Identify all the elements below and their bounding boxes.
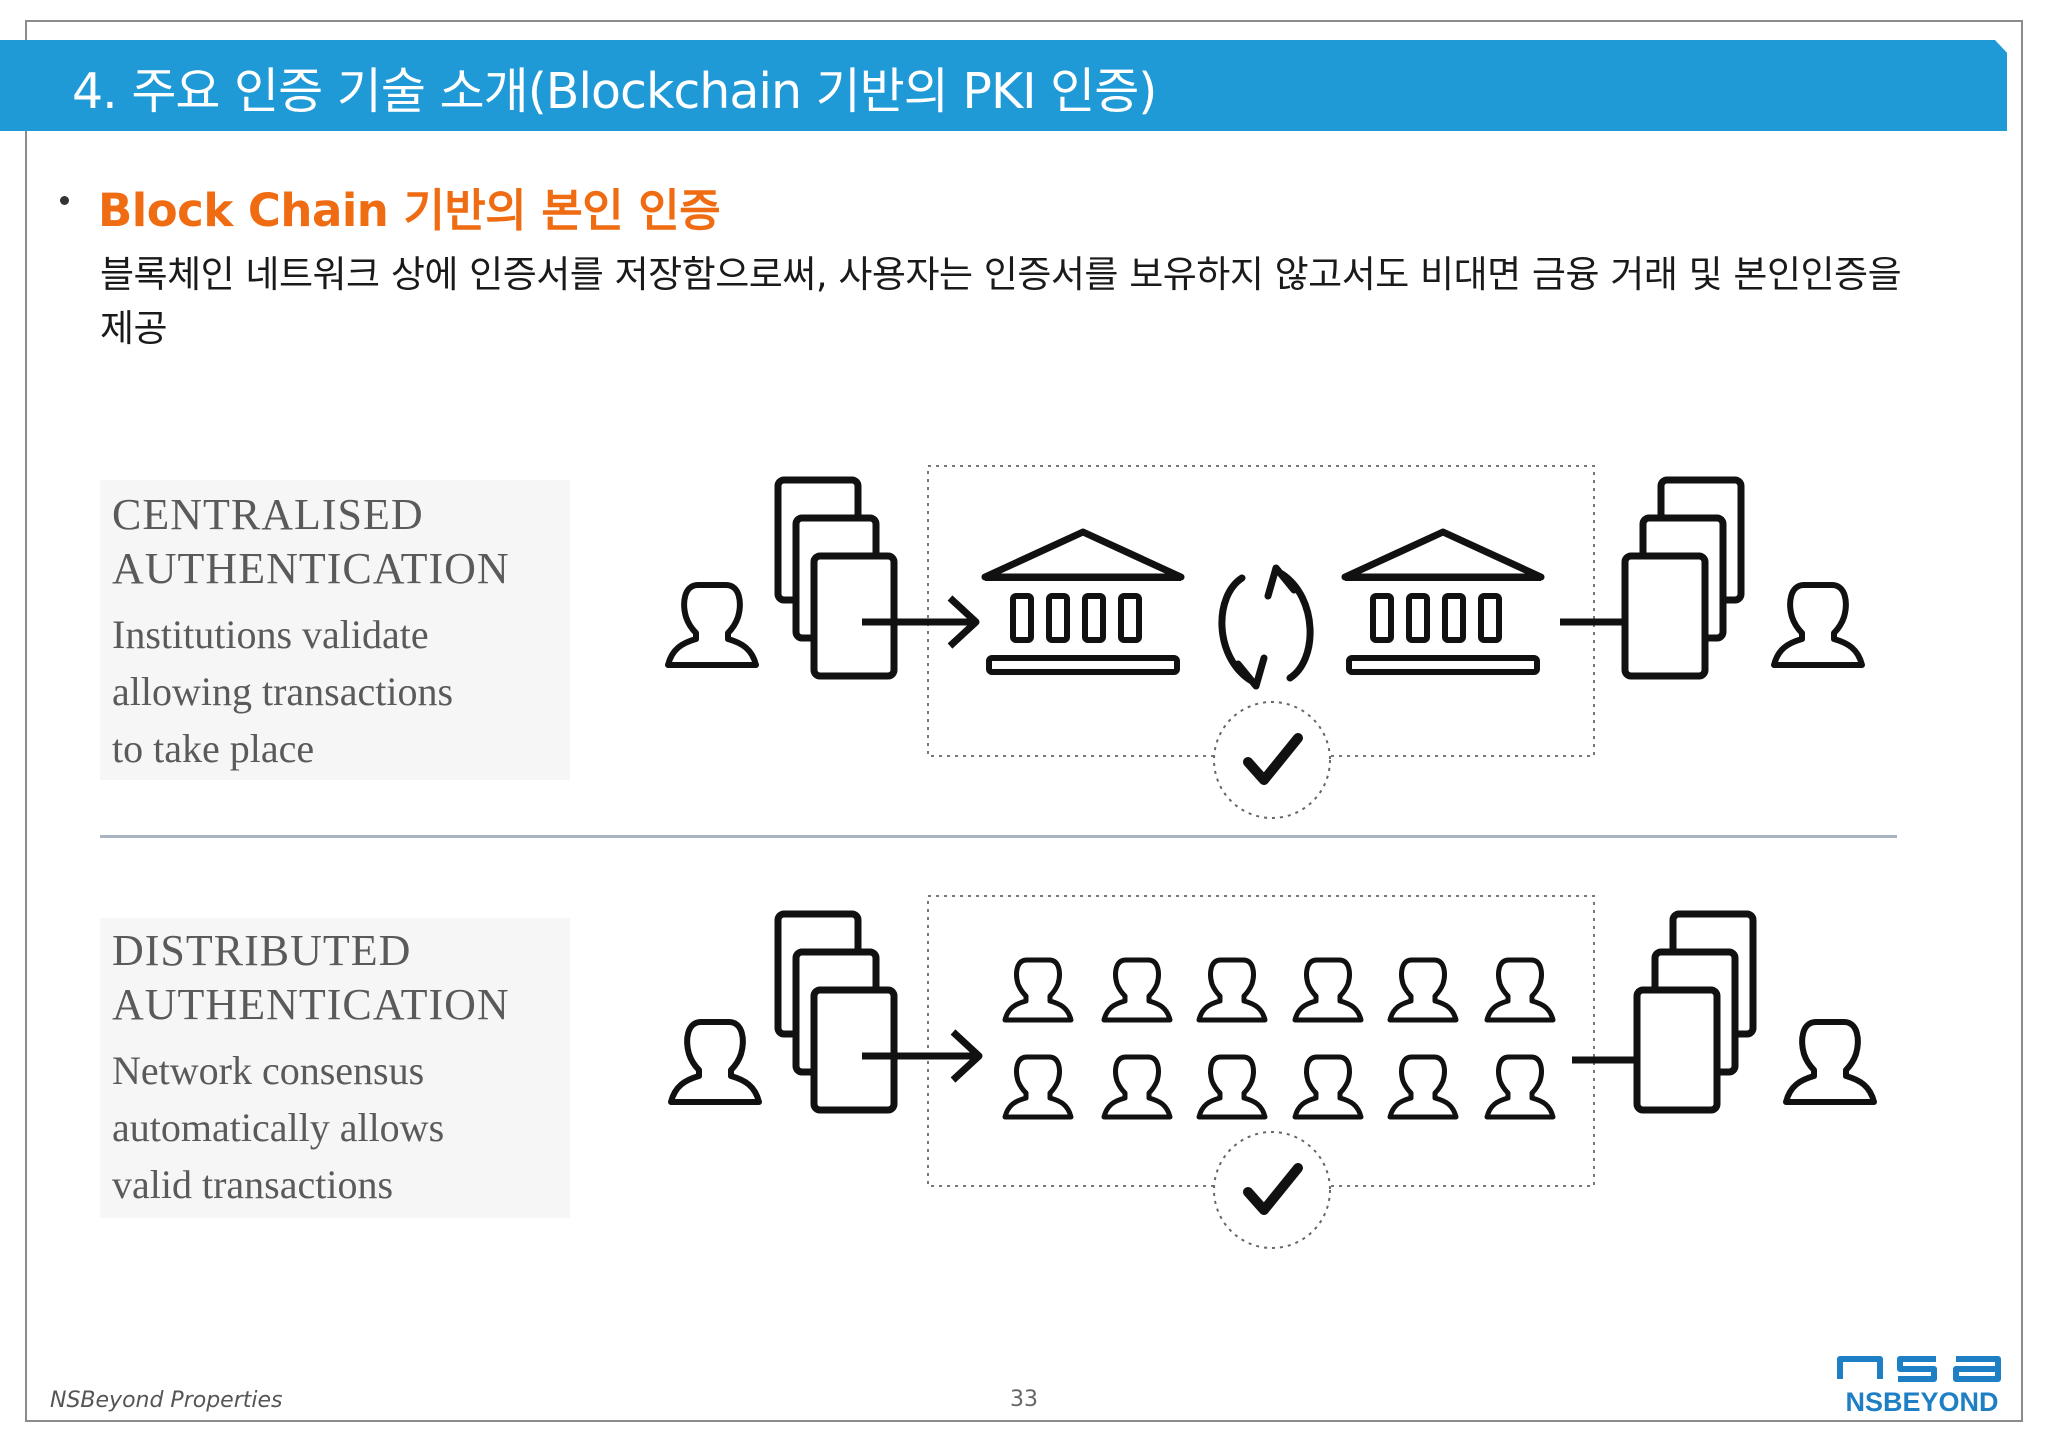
nsbeyond-logo: NSBEYOND <box>1837 1356 2001 1415</box>
person-icon <box>1786 1022 1874 1102</box>
centralised-caption-panel: CENTRALISED AUTHENTICATION Institutions … <box>100 480 570 780</box>
slide-title: 4. 주요 인증 기술 소개(Blockchain 기반의 PKI 인증) <box>72 63 1157 120</box>
arrow-right-icon <box>862 595 980 649</box>
distributed-caption-panel: DISTRIBUTED AUTHENTICATION Network conse… <box>100 918 570 1218</box>
person-icon <box>1774 585 1862 665</box>
document-stack-icon <box>778 480 894 676</box>
footer-company: NSBeyond Properties <box>50 1388 283 1413</box>
title-bar <box>0 40 2007 131</box>
person-icon <box>668 585 756 665</box>
checkmark-icon <box>1214 1132 1330 1248</box>
distributed-diagram <box>671 895 1874 1248</box>
person-icon <box>1005 1057 1071 1117</box>
centralised-diagram <box>668 465 1862 818</box>
person-icon <box>671 1022 759 1102</box>
centralised-title-line2: AUTHENTICATION <box>112 544 510 593</box>
person-icon <box>1199 1057 1265 1117</box>
centralised-sub-line3: to take place <box>112 726 315 771</box>
person-icon <box>1005 960 1071 1020</box>
distributed-sub-line2: automatically allows <box>112 1105 445 1150</box>
refresh-cycle-icon <box>1218 564 1314 690</box>
bank-icon <box>1345 532 1541 672</box>
centralised-sub-line1: Institutions validate <box>112 612 429 657</box>
distributed-sub-line3: valid transactions <box>112 1162 394 1207</box>
logo-wordmark: NSBEYOND <box>1845 1387 1998 1415</box>
person-icon <box>1487 1057 1553 1117</box>
bullet-dot <box>60 196 69 205</box>
distributed-title-line2: AUTHENTICATION <box>112 980 510 1029</box>
centralised-sub-line2: allowing transactions <box>112 669 454 714</box>
section-description: 블록체인 네트워크 상에 인증서를 저장함으로써, 사용자는 인증서를 보유하지… <box>100 253 1902 350</box>
person-icon <box>1199 960 1265 1020</box>
document-stack-icon <box>1625 480 1741 676</box>
document-stack-icon <box>778 914 894 1110</box>
checkmark-icon <box>1214 702 1330 818</box>
person-icon <box>1104 960 1170 1020</box>
person-icon <box>1295 960 1361 1020</box>
arrow-right-icon <box>862 1029 983 1083</box>
bank-icon <box>985 532 1181 672</box>
distributed-title-line1: DISTRIBUTED <box>112 926 412 975</box>
centralised-title-line1: CENTRALISED <box>112 490 424 539</box>
person-icon <box>1390 1057 1456 1117</box>
person-icon <box>1104 1057 1170 1117</box>
person-icon <box>1390 960 1456 1020</box>
person-icon <box>1295 1057 1361 1117</box>
section-divider <box>100 835 1897 838</box>
person-icon <box>1487 960 1553 1020</box>
page-number: 33 <box>1010 1387 1038 1412</box>
section-heading: Block Chain 기반의 본인 인증 <box>98 184 721 237</box>
slide-frame <box>25 20 2023 1422</box>
document-stack-icon <box>1637 914 1753 1110</box>
network-nodes <box>1005 960 1553 1117</box>
distributed-sub-line1: Network consensus <box>112 1048 425 1093</box>
